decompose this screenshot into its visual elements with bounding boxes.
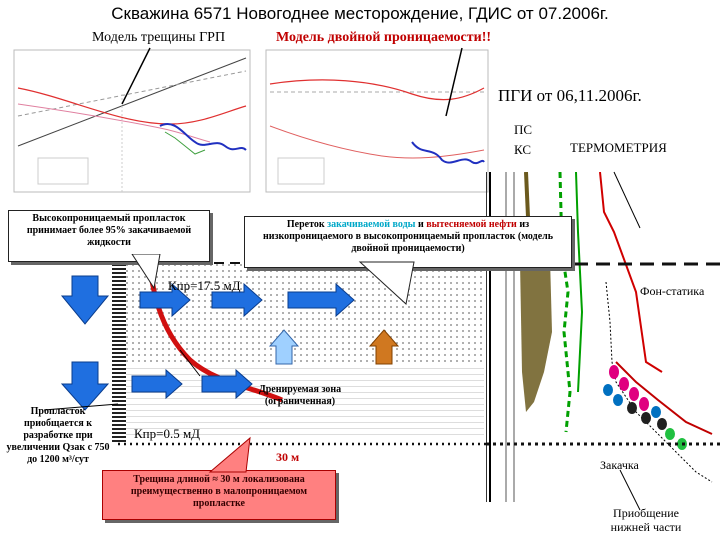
distance-label: 30 м: [276, 450, 300, 464]
pgi-label: ПГИ от 06,11.2006г.: [498, 86, 642, 105]
frac-model-label: Модель трещины ГРП: [92, 30, 226, 45]
drained-zone-label: Дренируемая зона (ограниченная): [258, 384, 342, 407]
crossflow-suffix: из низкопроницаемого в высокопроницаемый…: [262, 219, 554, 254]
crossflow-callout: Переток закачиваемой воды и вытесняемой …: [244, 216, 572, 268]
fracture-note-tail: [208, 436, 251, 473]
down-arrow-upper: [60, 275, 110, 325]
crossflow-prefix: Переток: [286, 219, 328, 230]
crossflow-and: и: [415, 219, 427, 230]
crossflow-oil: вытесняемой нефти: [426, 219, 517, 230]
dual-perm-model-label: Модель двойной проницаемости!!: [276, 30, 492, 45]
crossflow-water: закачиваемой воды: [327, 219, 416, 230]
kpr-low-label: Кпр=0.5 мД: [134, 426, 201, 441]
bottom-part-label: Приобщение нижней части: [610, 506, 682, 534]
frac-model-plot: [13, 49, 251, 193]
kpr-high-label: Кпр=17.5 мД: [168, 278, 241, 293]
layer-note: Пропласток приобщается к разработке при …: [6, 406, 110, 465]
page-title: Скважина 6571 Новогоднее месторождение, …: [111, 4, 609, 23]
background-static-label: Фон-статика: [640, 284, 705, 298]
low-perm-layer: [118, 366, 484, 440]
crossflow-callout-tail: [358, 261, 415, 305]
log-tracks: [486, 172, 719, 502]
ps-label: ПС: [514, 122, 533, 137]
dual-perm-model-plot: [265, 49, 489, 193]
high-perm-note: Высокопроницаемый пропласток принимает б…: [26, 213, 192, 248]
fracture-note: Трещина длиной ≈ 30 м локализована преим…: [102, 470, 336, 520]
thermometry-label: ТЕРМОМЕТРИЯ: [570, 140, 667, 155]
wellbore-column: [112, 262, 126, 442]
down-arrow-lower: [60, 361, 110, 411]
high-perm-callout: Высокопроницаемый пропласток принимает б…: [8, 210, 210, 262]
injection-label: Закачка: [600, 458, 639, 472]
high-perm-callout-tail: [131, 254, 161, 290]
ks-label: КС: [514, 142, 532, 157]
